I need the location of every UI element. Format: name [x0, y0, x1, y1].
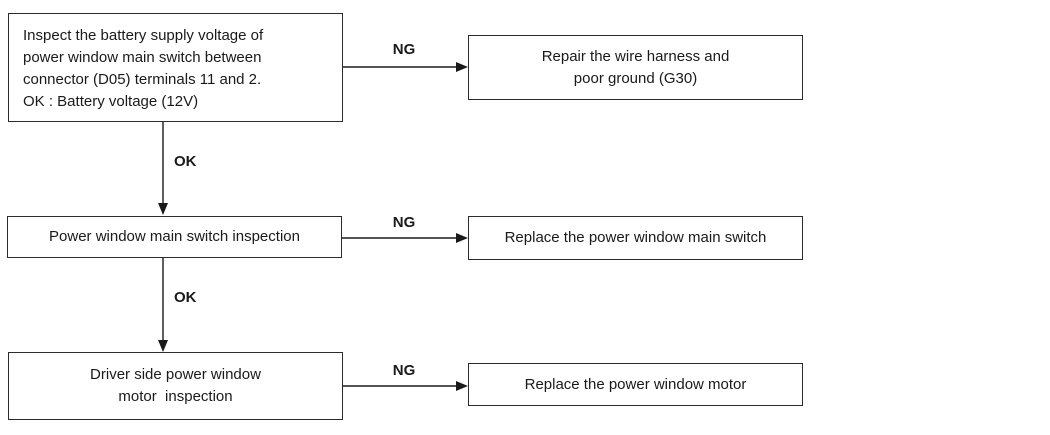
box-text-line: Driver side power window: [90, 366, 261, 383]
flow-box-repair-wire-harness: Repair the wire harness and poor ground …: [468, 35, 803, 100]
box-text-line: Repair the wire harness and: [541, 47, 730, 65]
flow-box-main-switch-inspection: Power window main switch inspection: [7, 216, 342, 258]
flow-box-replace-motor: Replace the power window motor: [468, 363, 803, 406]
box-text-line: power window main switch between: [23, 49, 262, 66]
flow-box-replace-main-switch: Replace the power window main switch: [468, 216, 803, 260]
box-text-line: Replace the power window main switch: [504, 229, 767, 246]
box-text-line: Replace the power window motor: [524, 375, 747, 393]
flow-box-battery-voltage-inspection: Inspect the battery supply voltage of po…: [8, 13, 343, 122]
box-text-line: motor inspection: [118, 388, 233, 405]
box-text-line: poor ground (G30): [573, 69, 698, 87]
box-text-line: Power window main switch inspection: [49, 228, 300, 245]
box-text-line: OK : Battery voltage (12V): [23, 93, 199, 110]
branch-label-ng-2: NG: [392, 214, 416, 231]
box-text-line: Inspect the battery supply voltage of: [23, 27, 264, 44]
branch-label-ok-2: OK: [174, 289, 197, 306]
branch-label-ng-1: NG: [392, 41, 416, 58]
branch-label-ng-3: NG: [392, 362, 416, 379]
flow-box-motor-inspection: Driver side power window motor inspectio…: [8, 352, 343, 420]
branch-label-ok-1: OK: [174, 153, 197, 170]
box-text-line: connector (D05) terminals 11 and 2.: [23, 71, 262, 88]
